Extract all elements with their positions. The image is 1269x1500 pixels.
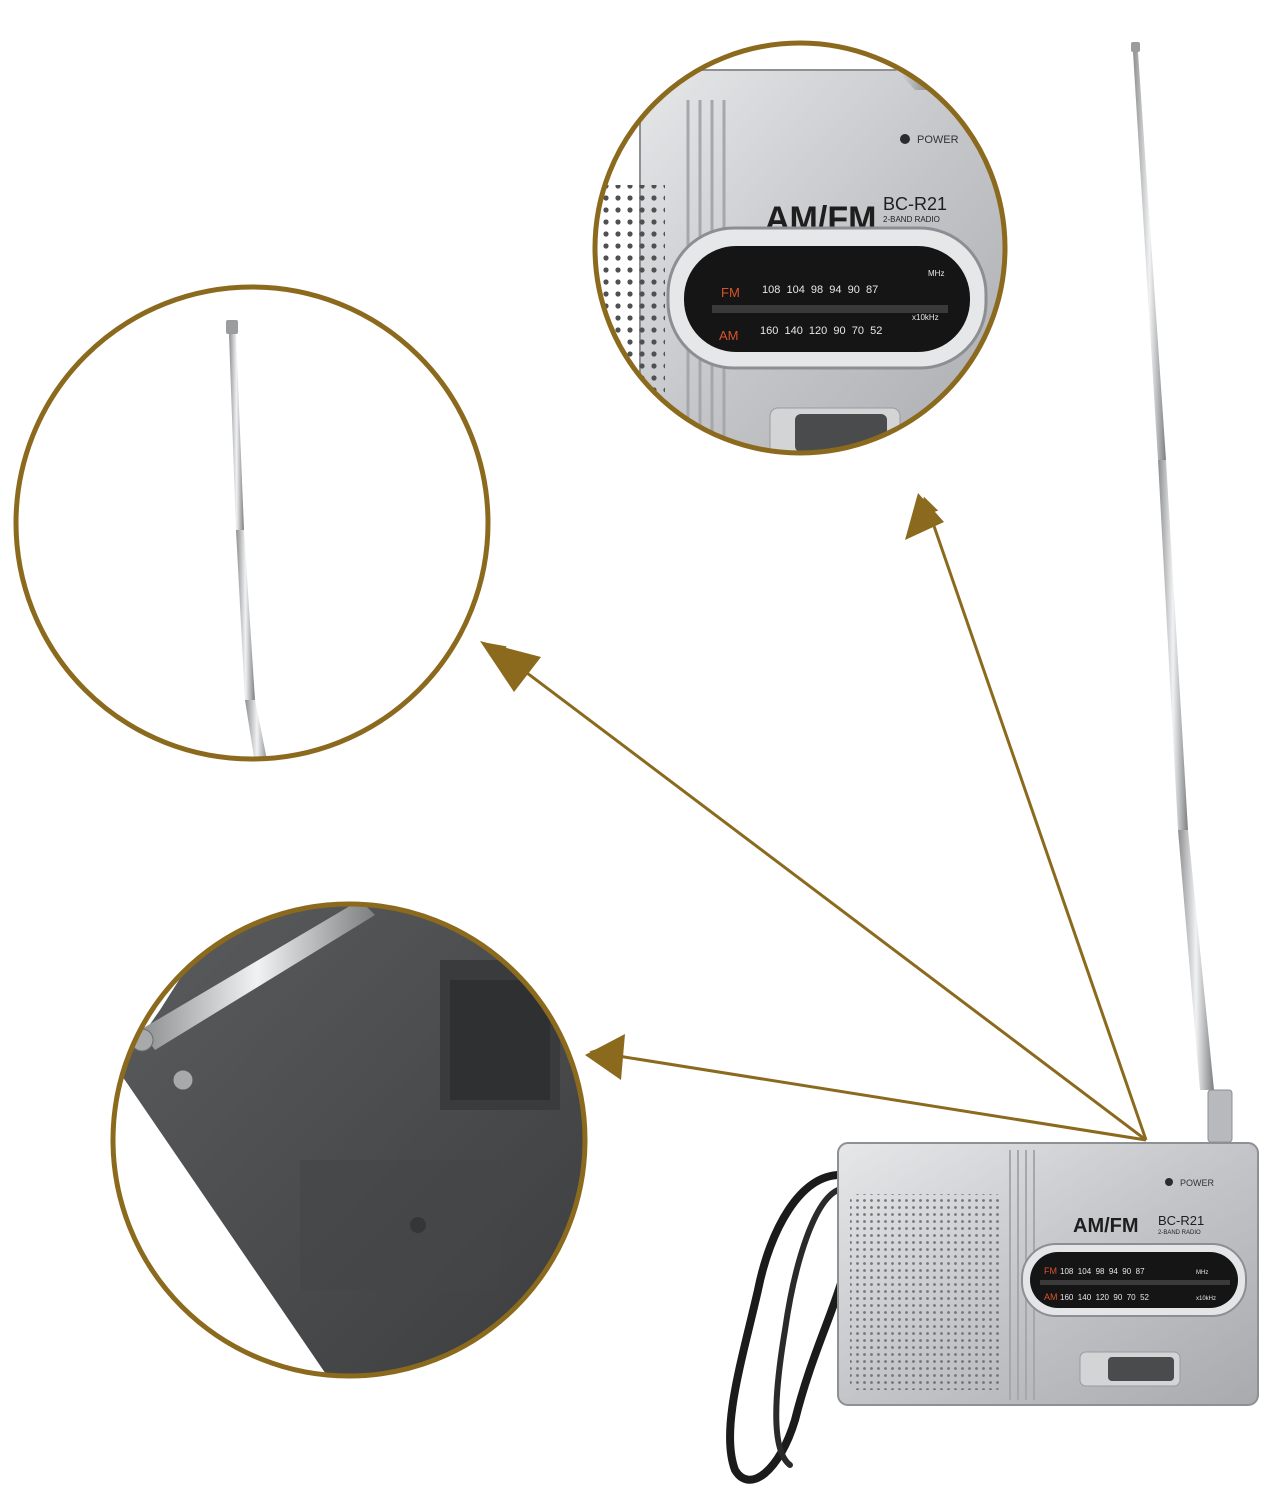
closeup-am-scale: 160 140 120 90 70 52 — [760, 325, 882, 337]
am-band-label: AM — [1044, 1292, 1058, 1302]
callout-arrows — [487, 496, 1148, 1142]
am-scale: 160 140 120 90 70 52 — [1060, 1293, 1150, 1302]
subtitle-label: 2-BAND RADIO — [1158, 1230, 1201, 1236]
closeup-fm-label: FM — [721, 285, 740, 300]
model-label: BC-R21 — [1158, 1213, 1204, 1228]
closeup-band-switch — [795, 414, 887, 452]
antenna-icon — [1131, 42, 1233, 1143]
zoom-back-closeup — [110, 901, 588, 1379]
closeup-fm-scale: 108 104 98 94 90 87 — [762, 284, 878, 296]
closeup-fm-unit: MHz — [928, 269, 944, 278]
wrist-strap — [726, 1171, 846, 1484]
closeup-subtitle-label: 2-BAND RADIO — [883, 215, 940, 224]
power-label: POWER — [1180, 1178, 1215, 1188]
closeup-am-label: AM — [719, 328, 739, 343]
zoom-dial-closeup: POWER AM/FM BC-R21 2-BAND RADIO FM 108 1… — [592, 40, 1008, 456]
brand-label: AM/FM — [1073, 1215, 1139, 1237]
speaker-grille-icon — [850, 1194, 1002, 1390]
main-radio: POWER AM/FM BC-R21 2-BAND RADIO FM 108 1… — [726, 42, 1259, 1484]
band-switch[interactable] — [1108, 1357, 1174, 1381]
zoom-antenna-closeup — [13, 284, 491, 762]
power-led — [1165, 1178, 1173, 1186]
fm-band-label: FM — [1044, 1266, 1057, 1276]
am-unit: x10kHz — [1196, 1296, 1216, 1302]
closeup-power-label: POWER — [917, 134, 959, 146]
fm-unit: MHz — [1196, 1270, 1208, 1276]
closeup-am-unit: x10kHz — [912, 313, 939, 322]
closeup-model-label: BC-R21 — [883, 194, 947, 214]
fm-scale: 108 104 98 94 90 87 — [1060, 1267, 1145, 1276]
